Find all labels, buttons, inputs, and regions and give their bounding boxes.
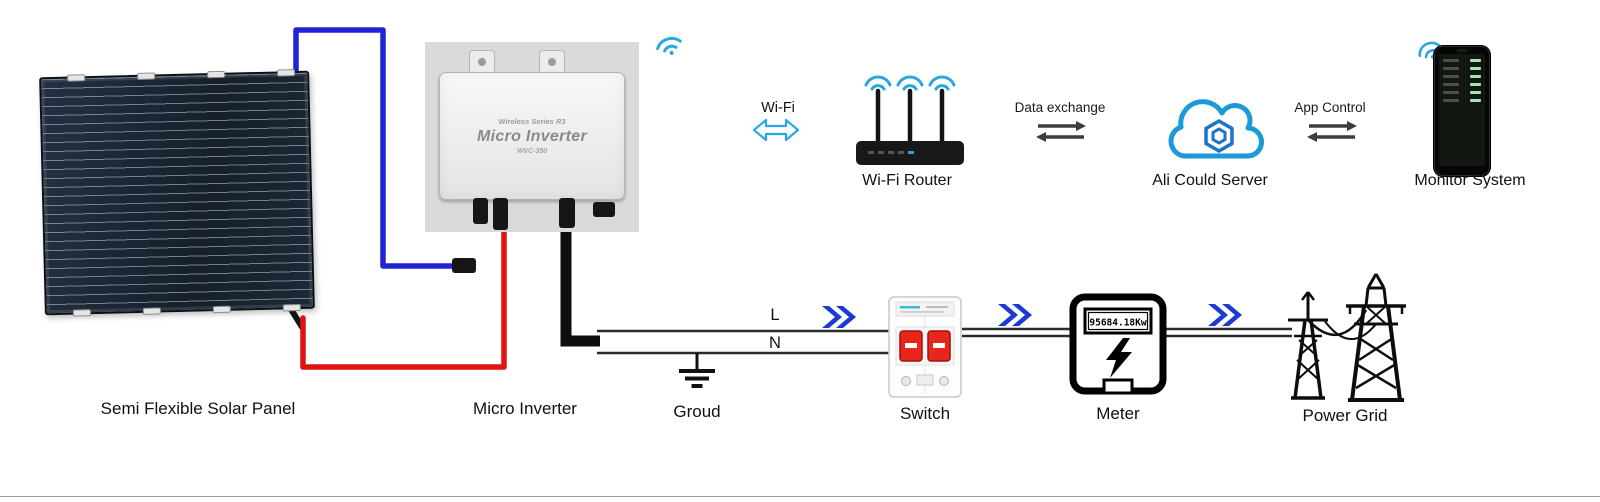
line-live-label: L bbox=[770, 306, 780, 324]
router-leds bbox=[868, 151, 914, 154]
panel-clip bbox=[142, 307, 161, 315]
label-monitor-system: Monitor System bbox=[1414, 172, 1526, 189]
solar-panel-image bbox=[39, 69, 315, 317]
label-micro-inverter: Micro Inverter bbox=[473, 399, 577, 418]
lightning-bolt-icon bbox=[1106, 338, 1132, 378]
page-bottom-rule bbox=[0, 496, 1600, 497]
label-wifi-router: Wi-Fi Router bbox=[862, 172, 952, 189]
wifi-link-label: Wi-Fi bbox=[761, 100, 795, 116]
mc4-plug-icon bbox=[452, 258, 476, 273]
data-exchange-label: Data exchange bbox=[1014, 100, 1106, 115]
breaker-switch-icon bbox=[888, 296, 962, 398]
panel-clip bbox=[282, 304, 301, 312]
panel-clip bbox=[67, 74, 86, 82]
ground-symbol-icon bbox=[679, 353, 715, 388]
label-cloud-server: Ali Could Server bbox=[1152, 172, 1268, 189]
app-control-arrows-icon bbox=[1307, 121, 1357, 142]
inverter-body: Wireless Series R3 Micro Inverter WVC-35… bbox=[439, 72, 625, 200]
label-meter: Meter bbox=[1096, 404, 1140, 423]
wifi-double-arrow-icon bbox=[753, 118, 799, 142]
mount-bracket bbox=[469, 50, 495, 74]
cloud-logo-icon bbox=[1204, 118, 1234, 154]
label-solar-panel: Semi Flexible Solar Panel bbox=[100, 399, 296, 418]
breaker-toggles bbox=[899, 330, 951, 362]
label-switch: Switch bbox=[899, 404, 951, 423]
data-exchange-arrows-icon bbox=[1036, 121, 1086, 142]
inverter-wifi-icon bbox=[656, 36, 682, 55]
dc-wire-blue bbox=[293, 27, 465, 269]
flow-chevron-icon bbox=[822, 306, 856, 328]
panel-clip bbox=[277, 69, 296, 77]
app-control-label: App Control bbox=[1294, 100, 1366, 115]
dc-wire-red bbox=[300, 225, 507, 370]
label-ground: Groud bbox=[673, 402, 721, 421]
inverter-model-text: WVC-350 bbox=[516, 148, 548, 155]
inverter-series-text: Wireless Series R3 bbox=[498, 117, 566, 126]
micro-inverter-image: Wireless Series R3 Micro Inverter WVC-35… bbox=[425, 42, 639, 232]
power-grid-towers-icon bbox=[1288, 273, 1406, 402]
router-wifi-waves-icon bbox=[864, 75, 956, 91]
ac-cable-gland bbox=[559, 198, 575, 228]
ac-plug bbox=[593, 202, 615, 217]
line-neutral-label: N bbox=[769, 334, 781, 352]
label-power-grid: Power Grid bbox=[1302, 406, 1388, 425]
mount-bracket bbox=[539, 50, 565, 74]
phone-screen bbox=[1439, 54, 1485, 166]
meter-reading: 95684.18Kw bbox=[1089, 318, 1146, 329]
inverter-name-text: Micro Inverter bbox=[476, 128, 587, 145]
cloud-server-icon bbox=[1168, 99, 1264, 159]
panel-clip bbox=[72, 309, 91, 317]
flow-chevron-icon bbox=[998, 304, 1032, 326]
panel-clip bbox=[207, 70, 226, 79]
dc-connector bbox=[493, 198, 508, 230]
panel-clip bbox=[212, 305, 231, 314]
wifi-router-icon bbox=[856, 75, 964, 165]
ac-cable bbox=[560, 224, 600, 347]
energy-meter-icon: 95684.18Kw bbox=[1069, 293, 1167, 395]
router-antennas bbox=[875, 88, 945, 144]
monitor-phone bbox=[1434, 46, 1490, 176]
dc-connector bbox=[473, 198, 488, 224]
panel-clip bbox=[137, 72, 156, 80]
flow-chevron-icon bbox=[1208, 304, 1242, 326]
